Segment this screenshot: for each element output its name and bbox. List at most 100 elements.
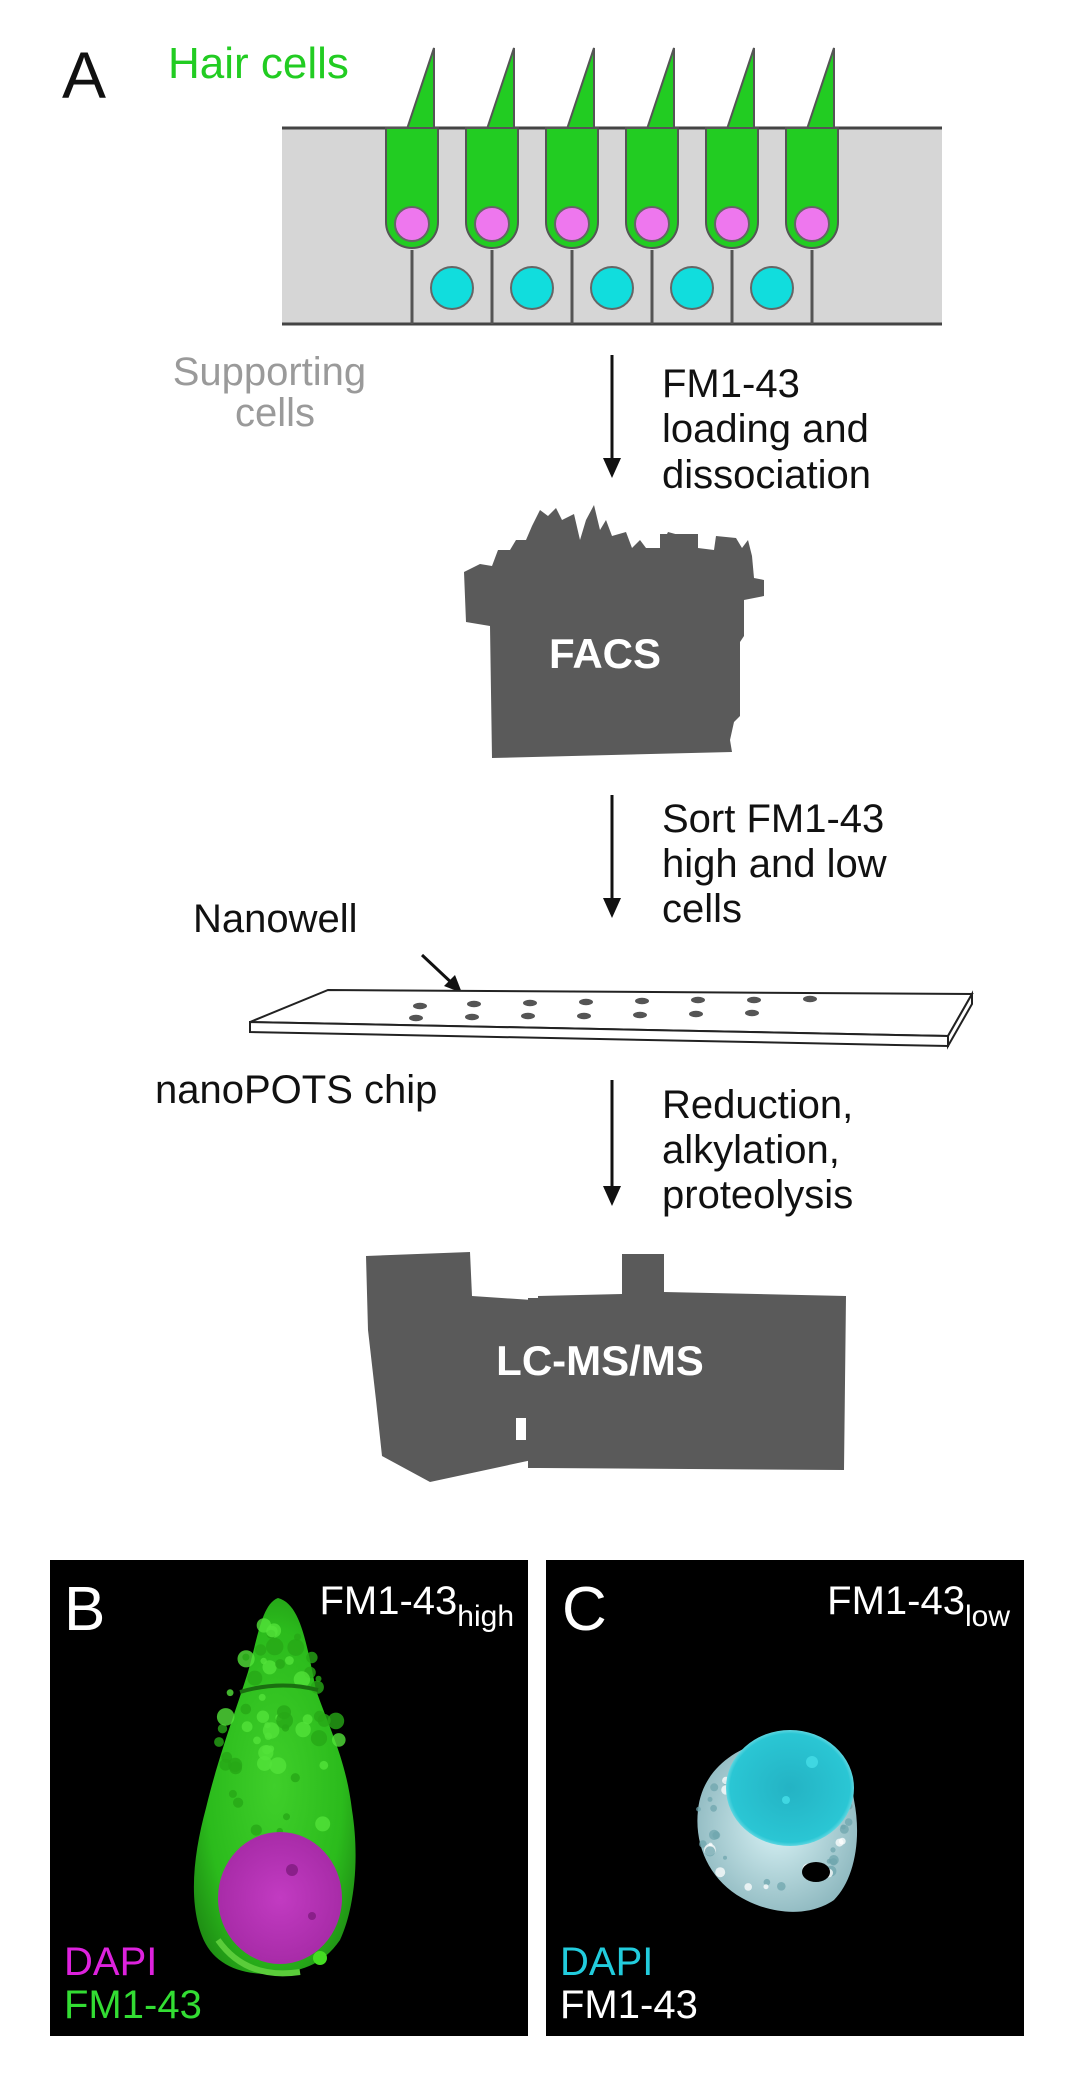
fm143-granule [257,1756,272,1771]
stereocilia-bundle [564,47,595,133]
panel-b-title-sub: high [457,1600,514,1633]
fm143-granule [256,1710,270,1723]
step2-line2: high and low [662,842,887,886]
hair-cell-nucleus [394,206,430,242]
fm143-granule [269,1757,287,1774]
arrow-step-1 [603,355,621,478]
supporting-cell-nucleus [590,266,634,310]
panel-b: B FM1-43high DAPI FM1-43 [50,1560,528,2036]
fm143-granule [317,1713,331,1727]
nanowell [633,1011,647,1019]
supporting-cell-nucleus [510,266,554,310]
fm143-granule [319,1760,329,1770]
fm143-granule-c [715,1867,726,1878]
fm143-granule [327,1712,345,1730]
nanowell-array [409,995,817,1022]
step2-line3: cells [662,887,742,931]
fm143-granule-c [777,1882,786,1891]
supporting-cell-nucleus [750,266,794,310]
step1-line1: FM1-43 [662,362,800,406]
nanowell [465,1013,479,1021]
arrow-step-2 [603,795,621,918]
fm143-granule [266,1637,284,1656]
fm143-granule [293,1671,311,1688]
step2-text: Sort FM1-43 high and low cells [662,797,898,931]
step1-line3: dissociation [662,453,871,497]
panel-b-legend-dapi: DAPI [64,1940,157,1984]
fm143-granule [290,1773,300,1783]
fm143-granule-c [710,1783,719,1792]
fm143-granule [253,1736,261,1745]
hair-cells-label: Hair cells [168,39,349,88]
panel-b-title-main: FM1-43 [319,1579,457,1623]
panel-b-title: FM1-43high [319,1579,514,1633]
supporting-cell-nucleus [670,266,714,310]
hair-cell-nucleus [794,206,830,242]
fm143-granule [306,1651,318,1664]
fm143-granule [254,1644,267,1656]
panel-b-letter: B [64,1575,105,1644]
stereocilia-bundle [724,47,755,133]
fm143-granule [267,1745,275,1753]
fm143-granule-c [844,1818,853,1826]
hair-cell-nucleus [634,206,670,242]
fm143-granule [228,1757,243,1772]
epithelium-diagram [282,47,942,326]
step1-text: FM1-43 loading and dissociation [662,362,880,497]
fm143-granule [310,1730,328,1747]
fm143-granule [287,1639,305,1656]
fm143-granule [283,1813,290,1821]
dapi-nucleus-b [218,1832,342,1964]
step3-line2: alkylation, [662,1128,840,1172]
step2-line1: Sort FM1-43 [662,797,884,841]
fm143-granule [216,1708,235,1726]
dapi-nucleus-c [726,1730,854,1846]
fm143-granule [250,1824,262,1836]
fm143-granule [262,1722,280,1739]
fm143-granule [247,1670,263,1686]
fm143-granule-c [830,1847,836,1853]
fm143-granule [315,1816,331,1832]
fm143-granule [315,1675,322,1682]
fm143-granule [285,1656,294,1665]
fm143-granule [332,1733,346,1747]
fm143-granule-c [835,1838,844,1847]
supporting-label-line1: Supporting [173,350,366,394]
nanowell [689,1010,703,1018]
fm143-granule-c [828,1855,839,1865]
nanopots-chip [249,988,974,1050]
fm143-granule [221,1751,233,1763]
fm143-granule-c [744,1883,752,1891]
hair-cell [625,47,679,249]
hair-cells-group [385,47,839,249]
panel-a: A Hair cells Supporting cells FM1-43 loa… [62,38,974,1482]
fm143-granule [266,1625,278,1638]
fm143-granule [262,1660,277,1675]
nanowell [747,996,761,1004]
nanowell-arrow [420,953,462,993]
nanowell [635,997,649,1005]
panel-c-title-sub: low [965,1600,1010,1633]
cytoplasm-texture [214,1618,346,1836]
panel-b-legend-fm143: FM1-43 [64,1983,202,2027]
nanowell-label: Nanowell [193,897,358,941]
fm143-granule-c [707,1796,713,1802]
nanowell [579,998,593,1006]
fm143-granule [217,1724,228,1734]
nanowell [745,1009,759,1017]
arrow-step-3 [603,1080,621,1206]
fm143-granule [240,1703,252,1715]
supporting-cells-label: Supporting cells [173,350,378,435]
hair-cell [785,47,839,249]
lcms-instrument: LC-MS/MS [366,1252,846,1482]
fm143-granule-c [723,1855,727,1860]
fm143-granule [260,1657,267,1665]
chip-label: nanoPOTS chip [155,1068,437,1112]
step1-line2: loading and [662,407,869,451]
stereocilia-bundle [804,47,835,133]
fm143-granule-c [710,1804,717,1812]
fm143-granule [241,1721,253,1733]
step3-text: Reduction, alkylation, proteolysis [662,1083,864,1217]
fm143-granule [302,1714,313,1725]
nanowell [523,999,537,1007]
